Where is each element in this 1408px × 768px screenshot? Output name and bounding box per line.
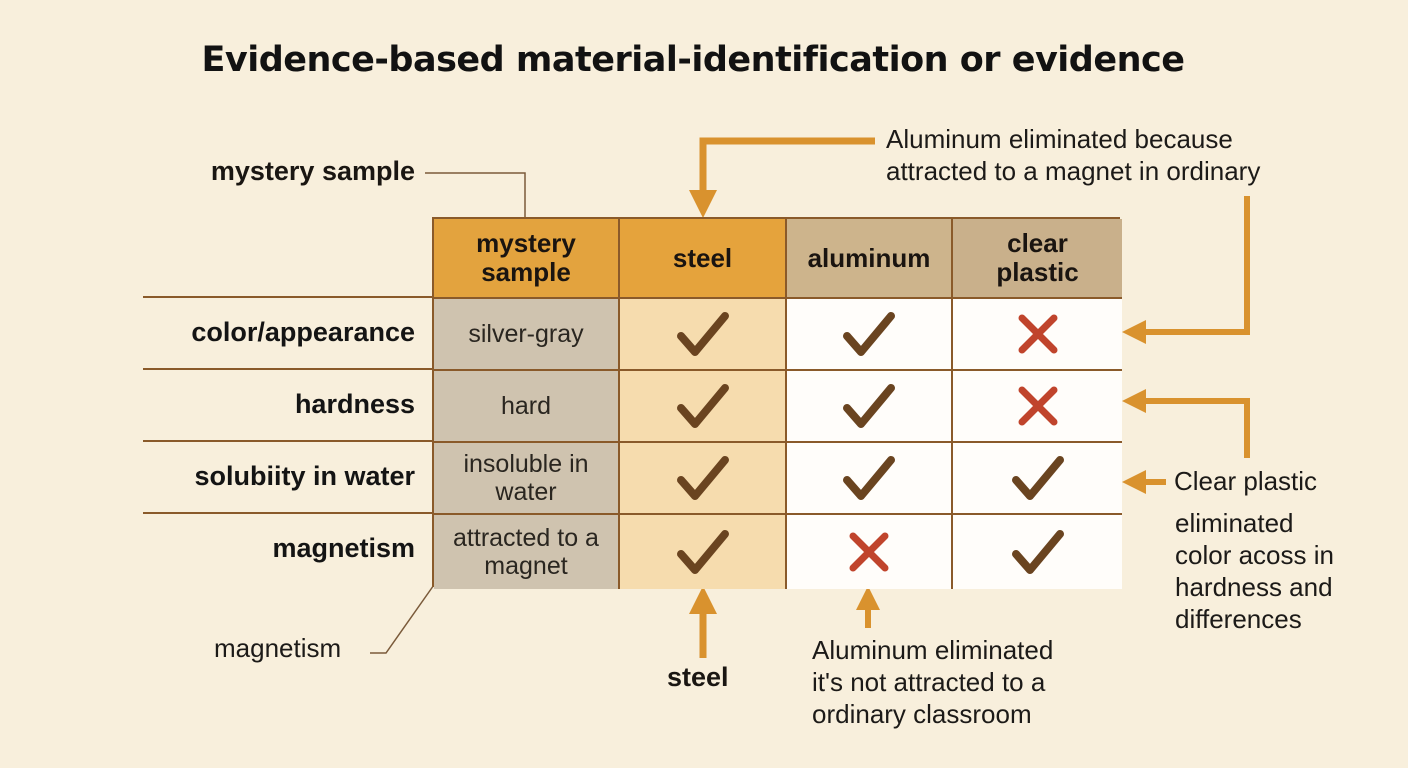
check-icon xyxy=(676,530,729,574)
mark-aluminum-color xyxy=(787,299,953,371)
top-callout-line-1: Aluminum eliminated because xyxy=(886,124,1233,154)
mark-aluminum-solubility xyxy=(787,443,953,515)
check-icon xyxy=(676,384,729,428)
header-mystery-sample: mystery sample xyxy=(434,219,620,299)
top-callout-line-2: attracted to a magnet in ordinary xyxy=(886,156,1261,186)
mark-aluminum-magnetism xyxy=(787,515,953,589)
mark-steel-color xyxy=(620,299,787,371)
sample-value: silver-gray xyxy=(434,299,620,371)
right-callout-line-2: eliminated xyxy=(1175,508,1294,538)
mark-aluminum-hardness xyxy=(787,371,953,443)
comparison-table: mystery sample steel aluminum clear plas… xyxy=(432,217,1122,589)
mark-plastic-magnetism xyxy=(953,515,1122,589)
cross-icon xyxy=(849,532,889,572)
sample-value: insoluble in water xyxy=(434,443,620,515)
check-icon xyxy=(1011,530,1064,574)
row-label-color: color/appearance xyxy=(191,317,415,347)
mark-steel-hardness xyxy=(620,371,787,443)
mark-plastic-hardness xyxy=(953,371,1122,443)
bottom-callout-line-3: ordinary classroom xyxy=(812,699,1032,729)
page-title: Evidence-based material-identification o… xyxy=(201,40,1185,80)
check-icon xyxy=(676,312,729,356)
hardness-row-arrow xyxy=(1122,389,1250,458)
row-label-magnetism: magnetism xyxy=(272,533,415,563)
magnetism-leader xyxy=(370,581,437,654)
right-callout-line-5: differences xyxy=(1175,604,1302,634)
steel-note: steel xyxy=(667,662,729,692)
bottom-callout-line-1: Aluminum eliminated xyxy=(812,635,1054,665)
mark-plastic-color xyxy=(953,299,1122,371)
cross-icon xyxy=(1018,314,1057,354)
row-label-solubility: solubiity in water xyxy=(194,461,415,491)
sample-value: hard xyxy=(434,371,620,443)
check-icon xyxy=(676,456,729,500)
row-label-hardness: hardness xyxy=(294,389,415,419)
mystery-sample-label: mystery sample xyxy=(210,156,415,186)
top-arrow xyxy=(689,137,875,218)
check-icon xyxy=(843,456,895,500)
mark-plastic-solubility xyxy=(953,443,1122,515)
sample-value: attracted to a magnet xyxy=(434,515,620,589)
mark-steel-solubility xyxy=(620,443,787,515)
bottom-callout-line-2: it's not attracted to a xyxy=(812,667,1046,697)
right-callout-line-1: Clear plastic xyxy=(1174,466,1318,496)
color-row-arrow xyxy=(1122,196,1250,344)
mark-steel-magnetism xyxy=(620,515,787,589)
header-clear-plastic: clear plastic xyxy=(953,219,1122,299)
header-aluminum: aluminum xyxy=(787,219,953,299)
header-steel: steel xyxy=(620,219,787,299)
check-icon xyxy=(1011,456,1064,500)
cross-icon xyxy=(1018,386,1057,426)
mystery-sample-leader xyxy=(425,172,526,217)
magnetism-note: magnetism xyxy=(214,633,342,663)
right-callout-line-3: color acoss in xyxy=(1175,540,1334,570)
check-icon xyxy=(843,384,895,428)
right-callout-line-4: hardness and xyxy=(1175,572,1333,602)
check-icon xyxy=(843,312,895,356)
